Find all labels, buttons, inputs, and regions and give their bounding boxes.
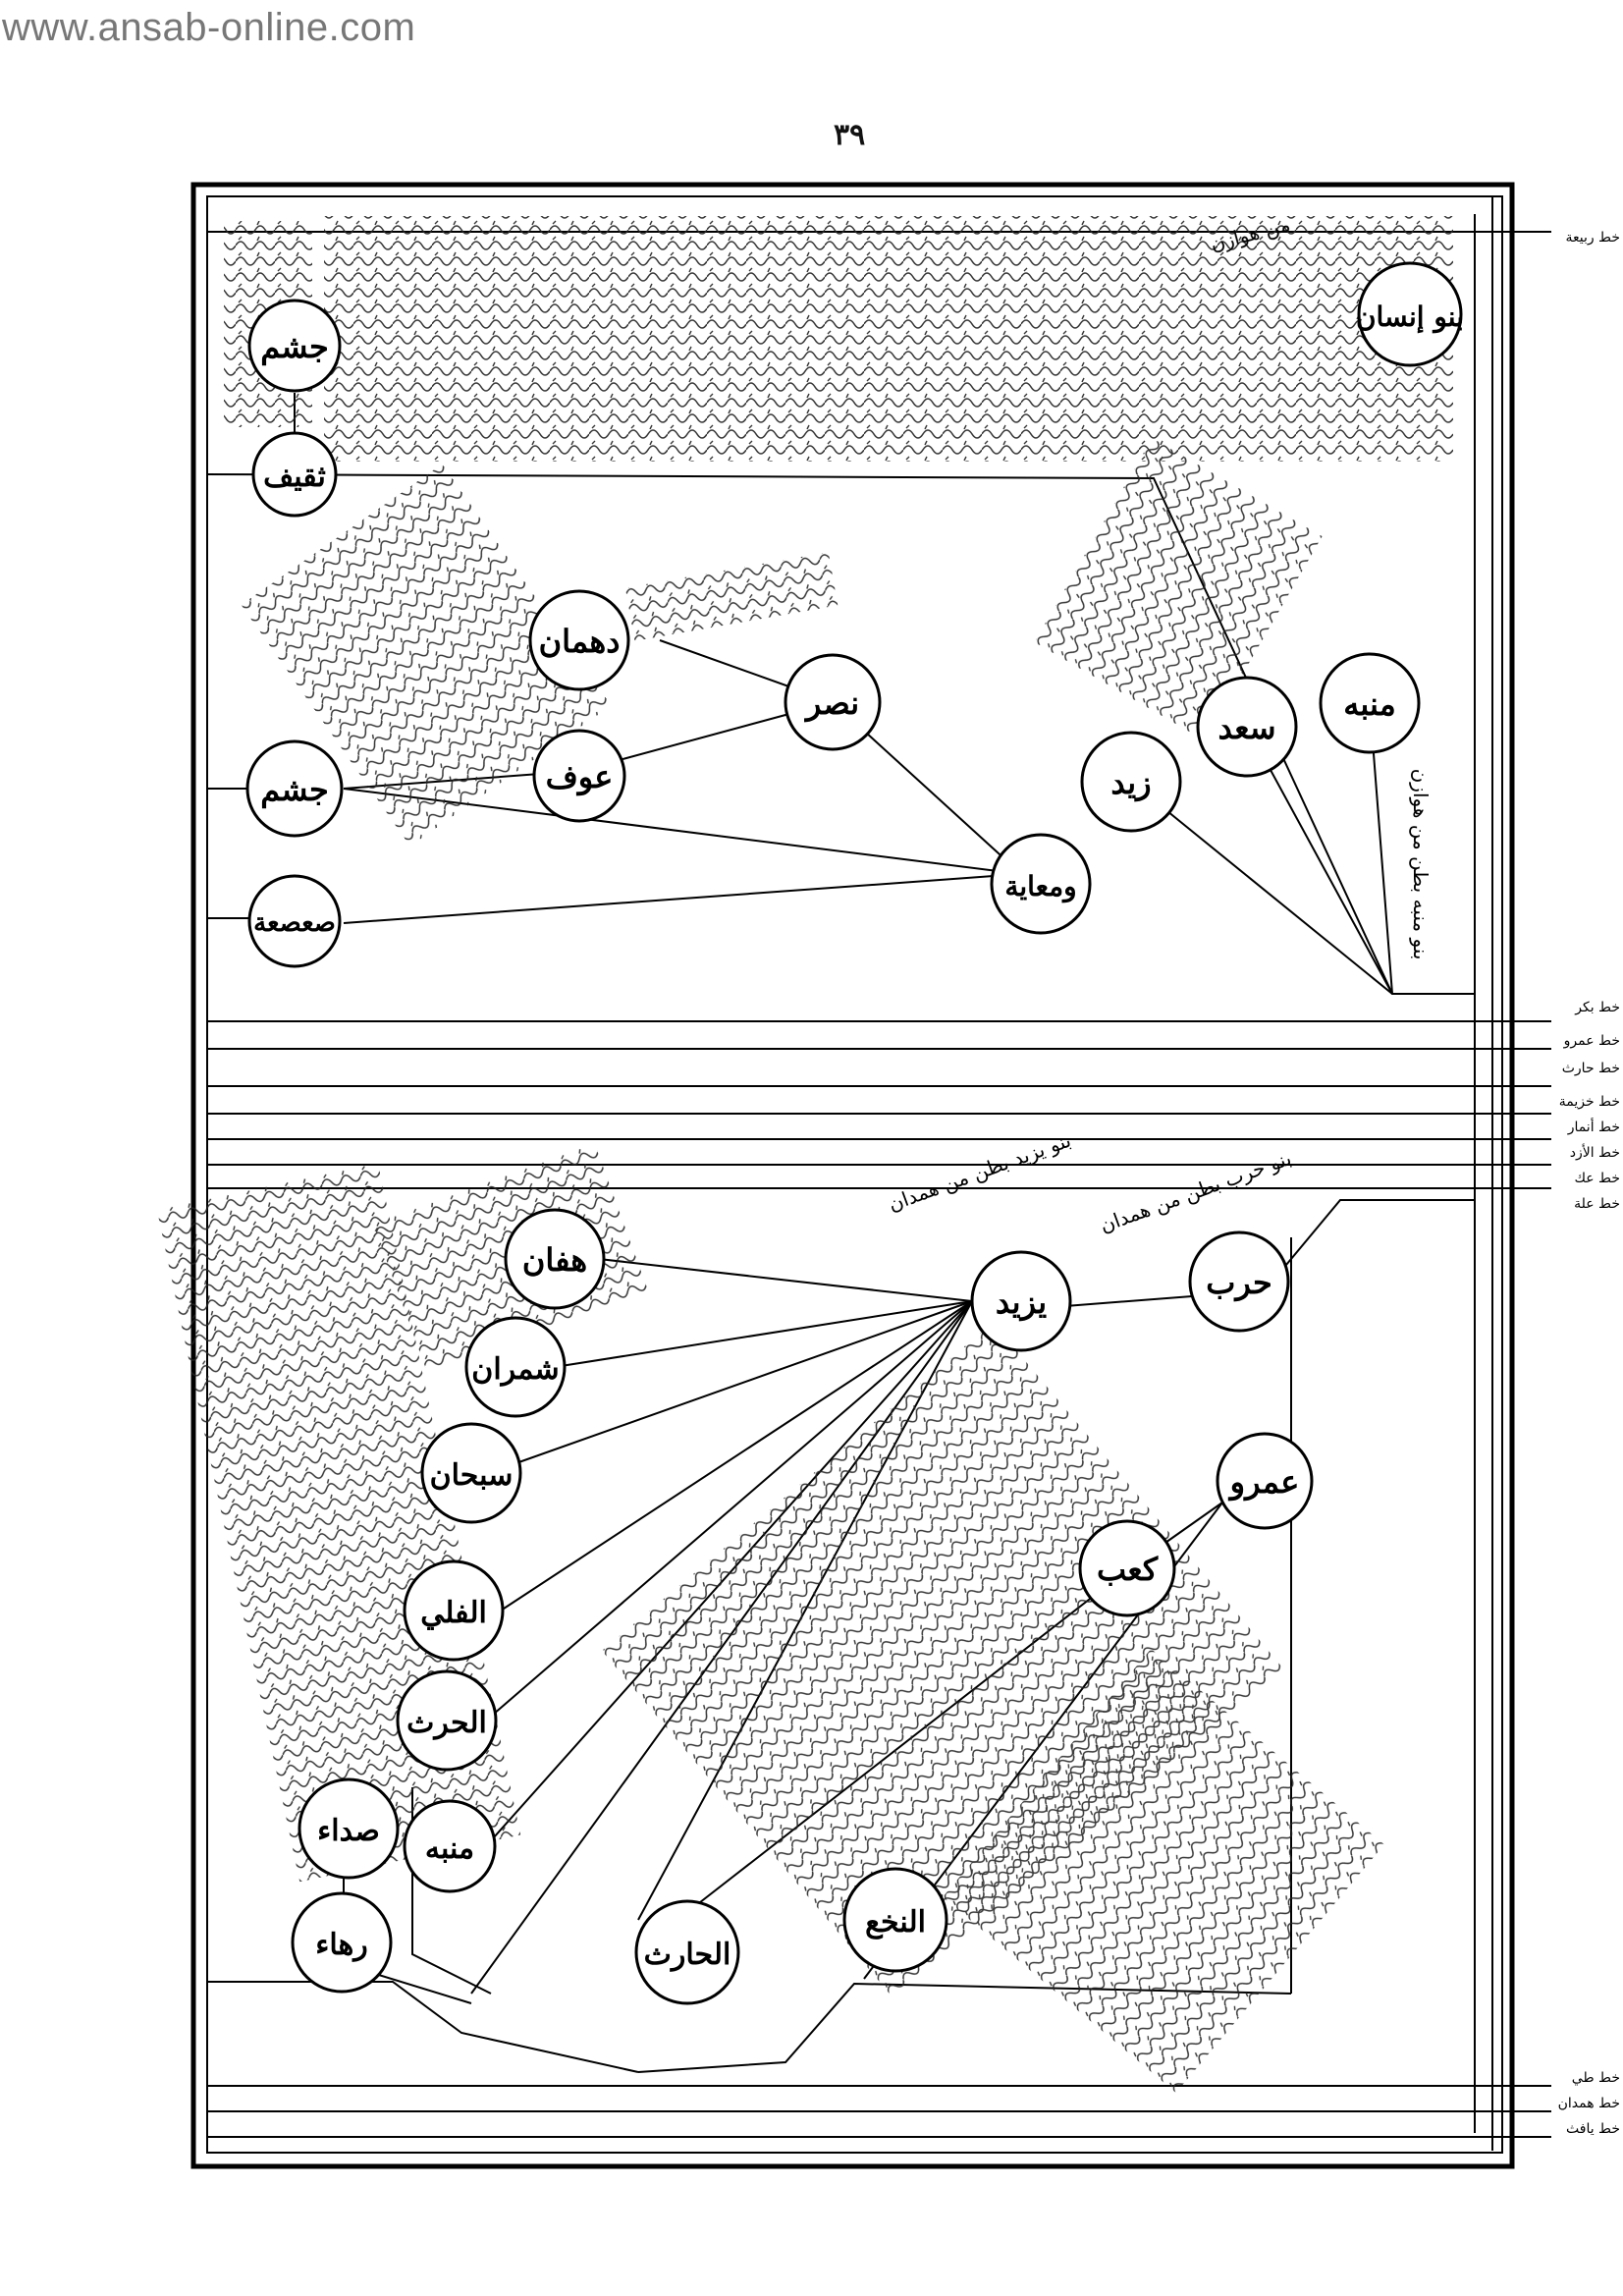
note-block-nasr xyxy=(624,552,839,641)
svg-text:صداء: صداء xyxy=(317,1814,380,1848)
node-harb: حرب xyxy=(1188,1230,1290,1333)
svg-text:الفلي: الفلي xyxy=(420,1596,487,1630)
label-yafi: خط يافث xyxy=(1566,2121,1620,2137)
margin-labels: خط ربيعة خط بكر خط عمرو خط حارث خط خزيمة… xyxy=(1558,230,1620,2137)
node-alfali: الفلي xyxy=(403,1559,505,1662)
node-thaqif: ثقيف xyxy=(251,431,338,518)
svg-text:دهمان: دهمان xyxy=(539,623,621,660)
svg-text:زيد: زيد xyxy=(1110,764,1151,802)
svg-text:جشم: جشم xyxy=(260,771,329,809)
svg-text:عوف: عوف xyxy=(546,758,614,796)
label-azd: خط الأزد xyxy=(1570,1143,1620,1161)
node-nasr: نصر xyxy=(784,653,882,751)
annotation-harb: بنو حرب بطن من همدان xyxy=(1097,1146,1294,1237)
svg-text:يزيد: يزيد xyxy=(996,1284,1047,1322)
svg-text:شمران: شمران xyxy=(471,1352,559,1387)
annotation-yazid: بنو يزيد بطن من همدان xyxy=(885,1128,1073,1217)
svg-text:سبحان: سبحان xyxy=(430,1458,514,1493)
node-munabbih-low: منبه xyxy=(403,1799,497,1893)
nodes: بنو إنسان جشم ثقيف دهمان نصر عوف جشم صعص… xyxy=(245,261,1464,2005)
handwritten-notes xyxy=(156,216,1453,2094)
node-amr: عمرو xyxy=(1216,1432,1314,1530)
svg-text:حرب: حرب xyxy=(1206,1264,1272,1302)
node-sabhan: سبحان xyxy=(420,1422,522,1524)
node-bani-insan: بنو إنسان xyxy=(1356,261,1464,367)
label-harith: خط حارث xyxy=(1562,1061,1620,1076)
note-block-zayd xyxy=(1034,438,1323,740)
svg-text:صعصعة: صعصعة xyxy=(253,908,336,938)
svg-text:الحارث: الحارث xyxy=(644,1938,731,1972)
svg-text:رهاء: رهاء xyxy=(315,1928,368,1962)
node-suda: صداء xyxy=(298,1777,400,1880)
label-amr: خط عمرو xyxy=(1563,1033,1620,1049)
node-alharith-low: الحارث xyxy=(634,1899,740,2005)
node-jusham-top: جشم xyxy=(247,299,342,393)
node-ruha: رهاء xyxy=(291,1891,393,1994)
note-block-kab xyxy=(601,1322,1284,1997)
node-munabbih-top: منبه xyxy=(1319,652,1421,754)
node-yazid: يزيد xyxy=(970,1250,1072,1352)
note-block-nakha xyxy=(943,1648,1384,2094)
label-bakr: خط بكر xyxy=(1574,1000,1620,1015)
node-saad: سعد xyxy=(1196,676,1298,778)
trunk-lines xyxy=(1474,196,1493,2151)
label-khuzaima: خط خزيمة xyxy=(1559,1094,1620,1110)
label-hamdan: خط همدان xyxy=(1558,2096,1620,2111)
svg-text:جشم: جشم xyxy=(260,328,329,366)
svg-text:هفان: هفان xyxy=(522,1241,587,1279)
svg-text:بنو إنسان: بنو إنسان xyxy=(1356,301,1464,334)
label-ila: خط علة xyxy=(1574,1196,1620,1212)
page-number: ٣٩ xyxy=(834,118,866,152)
svg-text:ومعاية: ومعاية xyxy=(1004,870,1076,903)
svg-text:النخع: النخع xyxy=(865,1905,926,1940)
label-anmar: خط أنمار xyxy=(1567,1118,1620,1135)
svg-text:منبه: منبه xyxy=(425,1831,474,1866)
svg-text:سعد: سعد xyxy=(1217,709,1275,746)
node-jusham-mid: جشم xyxy=(245,739,344,838)
node-shimran: شمران xyxy=(464,1316,567,1418)
node-nakha: النخع xyxy=(842,1867,948,1973)
svg-text:عمرو: عمرو xyxy=(1228,1463,1300,1502)
note-block-top xyxy=(324,216,1453,462)
note-block-dahman xyxy=(241,464,612,847)
svg-text:نصر: نصر xyxy=(804,684,859,723)
label-akk: خط عك xyxy=(1574,1171,1620,1186)
svg-text:منبه: منبه xyxy=(1343,685,1396,723)
svg-text:الحرث: الحرث xyxy=(406,1706,487,1740)
watermark-text: www.ansab-online.com xyxy=(2,6,416,49)
node-alharith-mid: الحرث xyxy=(396,1669,498,1772)
node-awf: عوف xyxy=(532,729,626,823)
label-tayy: خط طي xyxy=(1572,2070,1620,2086)
node-dahman: دهمان xyxy=(528,589,630,691)
node-muawiya: ومعاية xyxy=(990,833,1092,935)
svg-text:كعب: كعب xyxy=(1097,1551,1159,1588)
node-kab: كعب xyxy=(1078,1519,1176,1617)
annotation-munabbih: بنو منبه بطن من هوازن xyxy=(1409,769,1433,960)
page-frame xyxy=(190,182,1515,2169)
node-zayd: زيد xyxy=(1080,731,1182,833)
label-rabia: خط ربيعة xyxy=(1565,230,1620,246)
svg-text:ثقيف: ثقيف xyxy=(263,460,326,494)
node-hafan: هفان xyxy=(504,1208,606,1310)
node-sasaa: صعصعة xyxy=(247,874,342,968)
